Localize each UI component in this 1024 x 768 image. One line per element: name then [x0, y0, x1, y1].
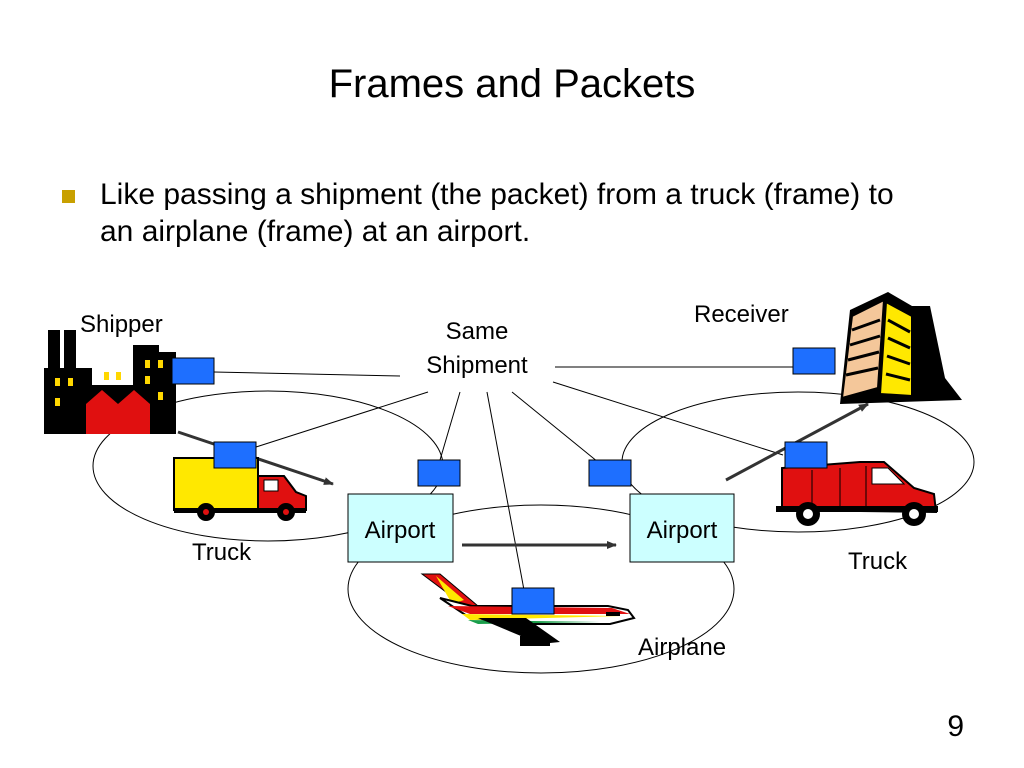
- packet-square-icon: [511, 587, 555, 615]
- airport-box-right: [629, 493, 735, 563]
- shipment-connector-lines: [213, 366, 793, 591]
- factory-icon: [44, 330, 176, 434]
- truck-left-label: Truck: [192, 539, 252, 566]
- truck-right-label: Truck: [848, 548, 908, 575]
- packet-square-icon: [213, 441, 257, 469]
- slide-title: Frames and Packets: [328, 62, 696, 106]
- airport-right-label: Airport: [647, 517, 718, 544]
- bullet-text: Like passing a shipment (the packet) fro…: [100, 178, 894, 248]
- packets: [171, 347, 836, 615]
- same-shipment-label-line2: Shipment: [426, 352, 528, 379]
- bullet-square-icon: [62, 190, 75, 203]
- packet-square-icon: [784, 441, 828, 469]
- packet-square-icon: [417, 459, 461, 487]
- packet-square-icon: [792, 347, 836, 375]
- shipper-label: Shipper: [80, 311, 163, 338]
- airport-left-label: Airport: [365, 517, 436, 544]
- office-building-icon: [840, 292, 962, 404]
- delivery-van-icon: [776, 461, 938, 526]
- same-shipment-label-line1: Same: [446, 318, 509, 345]
- packet-square-icon: [588, 459, 632, 487]
- airplane-label: Airplane: [638, 634, 726, 661]
- receiver-label: Receiver: [694, 301, 789, 328]
- slide-number: 9: [947, 710, 964, 743]
- packet-square-icon: [171, 357, 215, 385]
- airport-box-left: [347, 493, 454, 563]
- airplane-network-ellipse: [347, 504, 735, 674]
